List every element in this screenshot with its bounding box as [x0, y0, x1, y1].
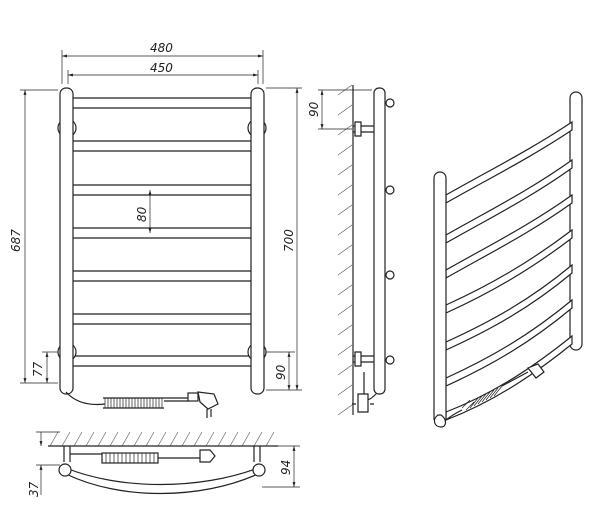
dim-80: 80	[135, 206, 149, 222]
side-plug-icon	[357, 393, 369, 413]
dim-687: 687	[9, 229, 23, 252]
plug-icon	[197, 391, 219, 410]
side-post	[373, 87, 386, 395]
dim-77: 77	[31, 361, 45, 377]
top-wall-hatch	[49, 431, 275, 447]
heating-cable	[65, 391, 219, 418]
persp-left-post	[433, 171, 447, 425]
top-plug-icon	[199, 449, 216, 463]
persp-plug-icon	[527, 363, 545, 379]
wall-hatch	[337, 84, 353, 416]
front-view: 480 450 687 700 80 77 90	[9, 41, 302, 418]
dim-90-side: 90	[307, 101, 321, 117]
dim-90-front: 90	[274, 364, 288, 380]
dim-94: 94	[279, 460, 293, 475]
dim-700: 700	[282, 229, 296, 252]
side-view: 90	[307, 84, 395, 416]
bars	[61, 97, 263, 367]
dim-450: 450	[150, 61, 173, 75]
plug-collar	[187, 392, 199, 402]
perspective-view	[433, 91, 583, 428]
persp-right-post	[569, 91, 583, 351]
right-post	[250, 87, 265, 395]
persp-coil	[461, 385, 503, 411]
dim-37: 37	[27, 481, 41, 497]
dim-480: 480	[150, 41, 173, 55]
left-post	[59, 87, 74, 395]
front-dimensions: 480 450 687 700 80 77 90	[9, 41, 302, 391]
top-view: 37 94	[27, 431, 300, 497]
